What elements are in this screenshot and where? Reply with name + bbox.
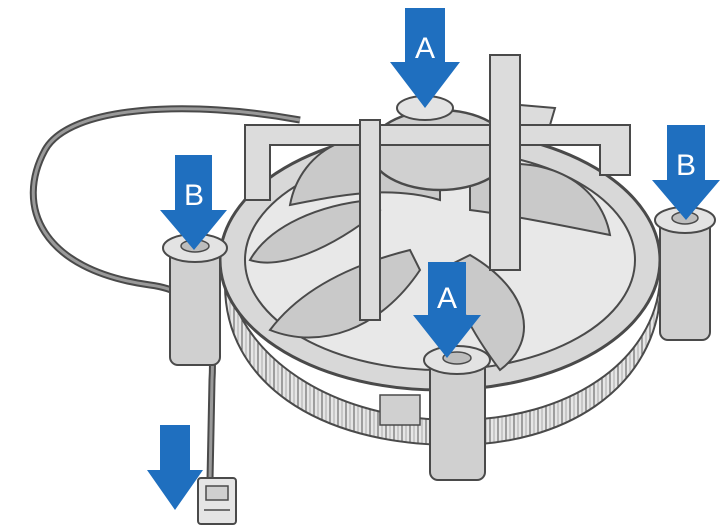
arrow-label: B (676, 149, 696, 182)
arrow-label: B (184, 179, 204, 212)
heatsink (224, 254, 661, 447)
arrow-b-left: B (160, 155, 227, 250)
push-pin-right (654, 206, 716, 341)
fan-power-connector-icon (197, 477, 237, 525)
arrow-a-front: A (413, 262, 481, 358)
arrow-connector (147, 425, 203, 510)
arrow-label: A (437, 282, 457, 315)
push-pin-front (423, 345, 491, 481)
arrow-b-right: B (652, 125, 720, 220)
push-pin-left (162, 233, 228, 366)
arrow-label: A (415, 32, 435, 65)
arrow-a-top: A (390, 8, 460, 108)
clip-frame (244, 54, 631, 321)
